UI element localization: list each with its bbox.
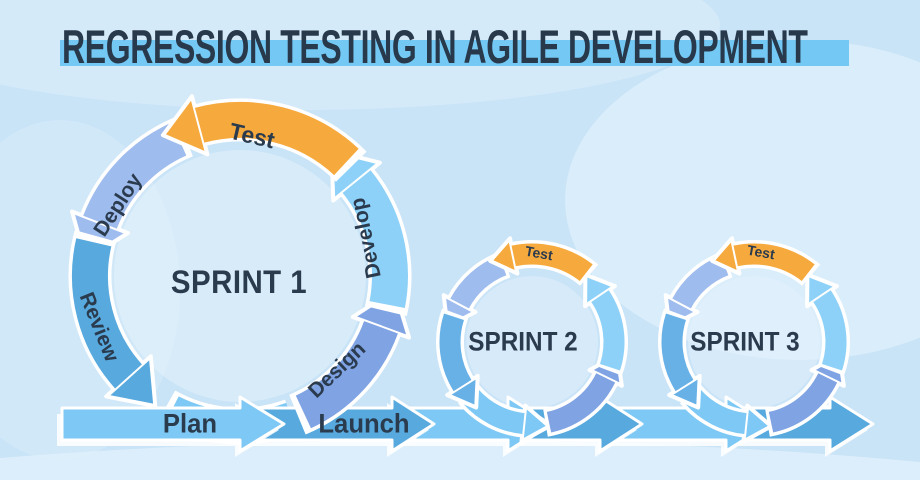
- sprint1-review-arrow: [68, 230, 158, 409]
- cycle-fills: [114, 150, 820, 408]
- sprint2-upper-right-arrow: [583, 272, 628, 376]
- title-highlight: [60, 40, 849, 66]
- sprint1-test-arrow: [160, 94, 367, 183]
- sprint3-name: SPRINT 3: [690, 326, 800, 357]
- sprint1-name: SPRINT 1: [170, 264, 308, 300]
- sprint3-upper-right-arrow: [805, 272, 850, 376]
- sprint2-cycle: [436, 236, 628, 444]
- launch-arrow: [243, 395, 436, 457]
- plan-arrow: [57, 395, 286, 457]
- sprint3-cycle: [658, 236, 850, 444]
- sprint3-test-arrow: [710, 236, 821, 287]
- sprint2-name: SPRINT 2: [468, 326, 578, 357]
- sprint2-test-arrow: [488, 236, 599, 287]
- page-title: REGRESSION TESTING IN AGILE DEVELOPMENT: [62, 20, 808, 73]
- sprint1-cycle: [68, 94, 412, 435]
- sprint2-left-arrow: [436, 308, 480, 410]
- plan-label: Plan: [162, 408, 218, 439]
- launch-label: Launch: [318, 408, 410, 439]
- sprint3-left-arrow: [658, 308, 702, 410]
